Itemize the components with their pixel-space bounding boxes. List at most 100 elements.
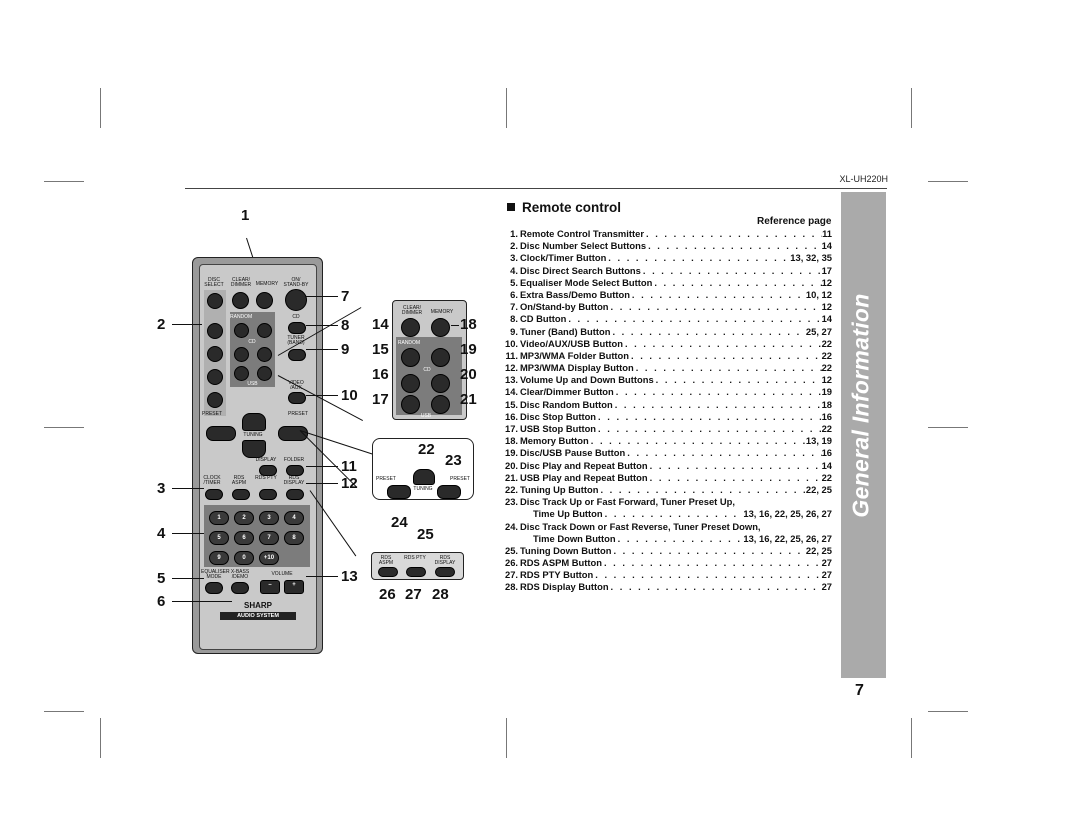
reference-item: 21.USB Play and Repeat Button. . . . . .… bbox=[505, 472, 832, 484]
detail-rds-aspm-button[interactable] bbox=[378, 567, 398, 577]
play-button[interactable] bbox=[257, 347, 272, 362]
reference-item-pages: 12 bbox=[821, 276, 832, 288]
tuner-band-button[interactable] bbox=[288, 349, 306, 361]
detail-rds-aspm-label: RDS ASPM bbox=[378, 555, 394, 566]
numpad-key-label: 9 bbox=[217, 555, 221, 561]
numpad-key-label: 8 bbox=[292, 535, 296, 541]
usb-play-button[interactable] bbox=[257, 366, 272, 381]
callout-14: 14 bbox=[372, 316, 389, 333]
reference-item-number: 5. bbox=[510, 276, 518, 288]
detail-play-button[interactable] bbox=[431, 374, 450, 393]
detail-preset-down-button[interactable] bbox=[387, 485, 411, 499]
numpad-key[interactable]: 2 bbox=[234, 511, 254, 525]
detail-panel-tuning: PRESET PRESET TUNING bbox=[372, 438, 474, 500]
numpad-key-label: 7 bbox=[267, 535, 271, 541]
detail-memory-button[interactable] bbox=[431, 318, 450, 337]
reference-item-number: 6. bbox=[510, 288, 518, 300]
reference-item-pages: 22 bbox=[821, 337, 832, 349]
detail-usb-play-button[interactable] bbox=[431, 395, 450, 414]
detail-usb-stop-button[interactable] bbox=[401, 395, 420, 414]
detail-clear-button[interactable] bbox=[401, 318, 420, 337]
detail-stop-button[interactable] bbox=[401, 374, 420, 393]
disc-5-button[interactable] bbox=[207, 392, 223, 408]
numpad-key[interactable]: 8 bbox=[284, 531, 304, 545]
leader-line bbox=[451, 325, 459, 326]
tuning-down-button[interactable] bbox=[242, 440, 266, 458]
equaliser-label: EQUALISER MODE bbox=[201, 569, 230, 580]
reference-item-number: 16. bbox=[505, 410, 519, 422]
reference-item-pages: 16 bbox=[821, 447, 832, 459]
stop-button[interactable] bbox=[234, 347, 249, 362]
numpad-key[interactable]: 6 bbox=[234, 531, 254, 545]
detail-rds-pty-button[interactable] bbox=[406, 567, 426, 577]
detail-random-button[interactable] bbox=[401, 348, 420, 367]
rds-aspm-button[interactable] bbox=[232, 489, 250, 500]
numpad-key[interactable]: 7 bbox=[259, 531, 279, 545]
reference-item-number: 17. bbox=[505, 423, 519, 434]
folder-button[interactable] bbox=[286, 465, 304, 476]
volume-down-button[interactable]: – bbox=[260, 580, 280, 594]
clock-timer-button[interactable] bbox=[205, 489, 223, 500]
detail-preset-up-button[interactable] bbox=[437, 485, 461, 499]
equaliser-button[interactable] bbox=[205, 582, 223, 594]
numpad-key[interactable]: 5 bbox=[209, 531, 229, 545]
reference-item-label: Time Down Button bbox=[533, 532, 616, 544]
reference-item: 13.Volume Up and Down Buttons. . . . . .… bbox=[505, 374, 832, 386]
xbass-demo-button[interactable] bbox=[231, 582, 249, 594]
callout-12: 12 bbox=[341, 475, 358, 492]
random-button[interactable] bbox=[234, 323, 249, 338]
memory-button[interactable] bbox=[256, 292, 273, 309]
numpad-key-label: 2 bbox=[242, 515, 246, 521]
callout-8: 8 bbox=[341, 317, 350, 334]
crop-mark bbox=[928, 711, 968, 712]
reference-item: 6.Extra Bass/Demo Button. . . . . . . . … bbox=[505, 289, 832, 301]
detail-rds-display-label: RDS DISPLAY bbox=[434, 555, 456, 566]
usb-stop-button[interactable] bbox=[234, 366, 249, 381]
callout-19: 19 bbox=[460, 341, 477, 358]
detail-pause-button[interactable] bbox=[431, 348, 450, 367]
leader-line bbox=[172, 488, 204, 489]
rds-aspm-label: RDS ASPM bbox=[231, 475, 247, 486]
numpad-key-label: +10 bbox=[263, 555, 275, 561]
leader-dots: . . . . . . . . . . . . . . . . . . . . … bbox=[614, 398, 822, 410]
folder-label: FOLDER bbox=[283, 457, 305, 463]
tuning-up-button[interactable] bbox=[242, 413, 266, 431]
numpad-key[interactable]: 3 bbox=[259, 511, 279, 525]
detail-preset-right-label: PRESET bbox=[449, 476, 470, 482]
pause-button[interactable] bbox=[257, 323, 272, 338]
disc-4-button[interactable] bbox=[207, 369, 223, 385]
preset-down-button[interactable] bbox=[206, 426, 236, 441]
leader-line bbox=[246, 237, 254, 260]
reference-item-label: MP3/WMA Folder Button bbox=[520, 349, 630, 361]
reference-item-label: USB Stop Button bbox=[520, 423, 597, 434]
disc-1-button[interactable] bbox=[207, 293, 223, 309]
on-standby-button[interactable] bbox=[285, 289, 307, 311]
disc-2-button[interactable] bbox=[207, 323, 223, 339]
volume-up-glyph: + bbox=[292, 582, 296, 588]
rds-display-button[interactable] bbox=[286, 489, 304, 500]
reference-item-pages: 22 bbox=[821, 471, 832, 483]
leader-dots: . . . . . . . . . . . . . . . . . . . . … bbox=[598, 423, 822, 434]
numpad-key[interactable]: 0 bbox=[234, 551, 254, 565]
cd-button[interactable] bbox=[288, 322, 306, 334]
rds-pty-button[interactable] bbox=[259, 489, 277, 500]
numpad-key[interactable]: 9 bbox=[209, 551, 229, 565]
detail-tuning-up-button[interactable] bbox=[413, 469, 435, 485]
display-button[interactable] bbox=[259, 465, 277, 476]
video-aux-usb-button[interactable] bbox=[288, 392, 306, 404]
reference-item-number: 4. bbox=[510, 264, 518, 276]
leader-line bbox=[172, 578, 204, 579]
reference-item-pages: 22 bbox=[821, 362, 832, 374]
numpad-key[interactable]: 1 bbox=[209, 511, 229, 525]
audio-system-badge: AUDIO SYSTEM bbox=[220, 612, 296, 620]
numpad-key[interactable]: +10 bbox=[259, 551, 279, 565]
disc-3-button[interactable] bbox=[207, 346, 223, 362]
reference-item-label: Disc Stop Button bbox=[520, 410, 597, 422]
clear-dimmer-button[interactable] bbox=[232, 292, 249, 309]
reference-item-number: 22. bbox=[505, 483, 519, 495]
numpad-key[interactable]: 4 bbox=[284, 511, 304, 525]
detail-rds-display-button[interactable] bbox=[435, 567, 455, 577]
reference-item-pages: 27 bbox=[821, 569, 832, 581]
reference-page-header: Reference page bbox=[757, 216, 832, 227]
volume-up-button[interactable]: + bbox=[284, 580, 304, 594]
